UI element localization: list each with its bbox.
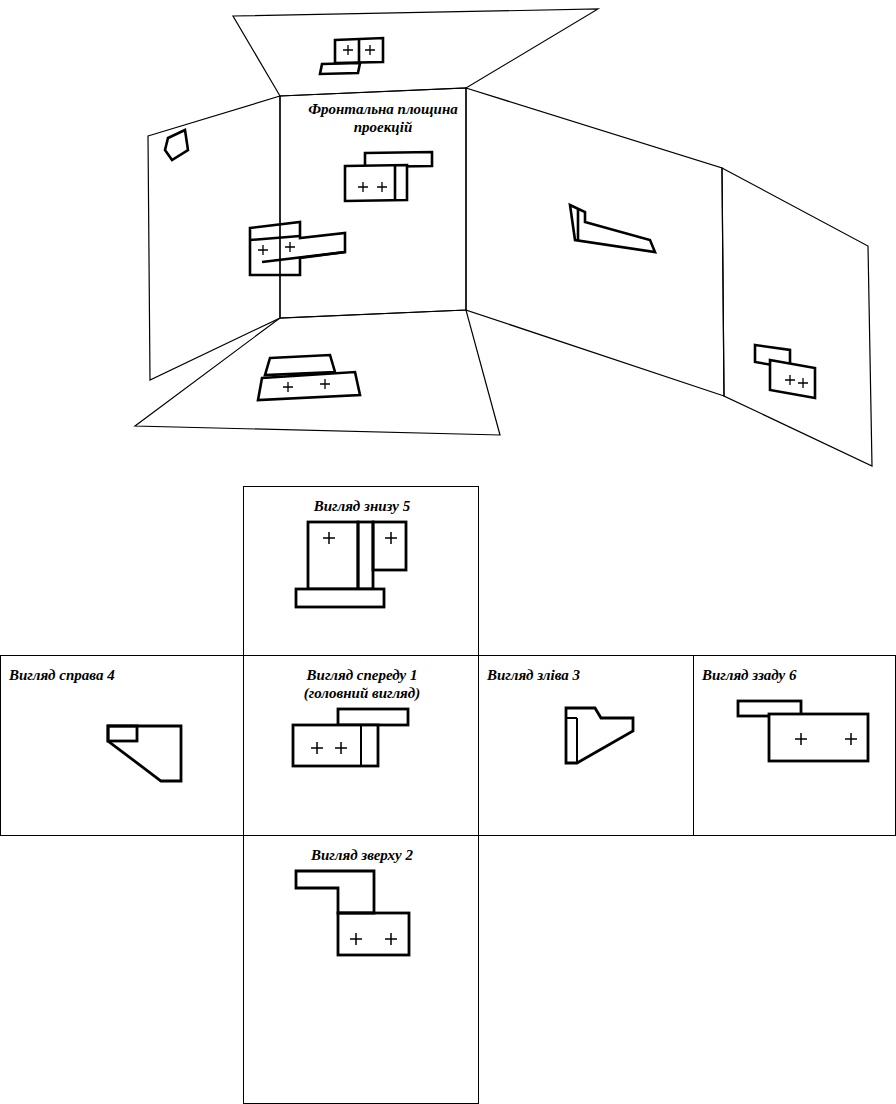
view-title: Вигляд ззаду 6 bbox=[702, 666, 882, 684]
view-panel: Вигляд справа 4 bbox=[0, 655, 244, 836]
view-panel: Вигляд спереду 1 (головний вигляд) bbox=[243, 655, 479, 836]
view-drawing bbox=[244, 836, 480, 1104]
view-title: Вигляд зверху 2 bbox=[262, 846, 462, 864]
view-drawing bbox=[244, 656, 480, 837]
bottom-projection-bar bbox=[265, 355, 335, 375]
plane-label: Фронтальна площина проекцій bbox=[290, 100, 476, 136]
view-drawing bbox=[1, 656, 245, 837]
top-projection bbox=[335, 38, 383, 63]
left-projection bbox=[165, 130, 188, 160]
object bbox=[250, 222, 345, 275]
bottom-plane bbox=[135, 310, 500, 435]
view-title: Вигляд зліва 3 bbox=[487, 666, 667, 684]
view-panel: Вигляд зліва 3 bbox=[478, 655, 694, 836]
view-title: Вигляд знизу 5 bbox=[262, 497, 462, 515]
right-projection bbox=[570, 205, 655, 252]
view-drawing bbox=[479, 656, 695, 837]
view-title: Вигляд спереду 1 (головний вигляд) bbox=[282, 666, 442, 702]
view-title: Вигляд справа 4 bbox=[9, 666, 209, 684]
view-panel: Вигляд знизу 5 bbox=[243, 486, 479, 656]
top-projection-bar bbox=[320, 63, 360, 74]
projected-views bbox=[165, 38, 815, 400]
front-projection bbox=[345, 165, 407, 201]
projection-planes bbox=[135, 9, 872, 466]
right-plane bbox=[466, 88, 724, 396]
center-marks bbox=[258, 45, 808, 392]
view-panel: Вигляд зверху 2 bbox=[243, 835, 479, 1104]
view-drawing bbox=[694, 656, 896, 837]
top-plane bbox=[233, 9, 598, 96]
bottom-projection bbox=[258, 372, 360, 400]
far-right-projection bbox=[770, 360, 815, 398]
projection-box-illustration bbox=[0, 0, 896, 480]
view-panel: Вигляд ззаду 6 bbox=[693, 655, 896, 836]
far-right-plane bbox=[722, 168, 872, 466]
